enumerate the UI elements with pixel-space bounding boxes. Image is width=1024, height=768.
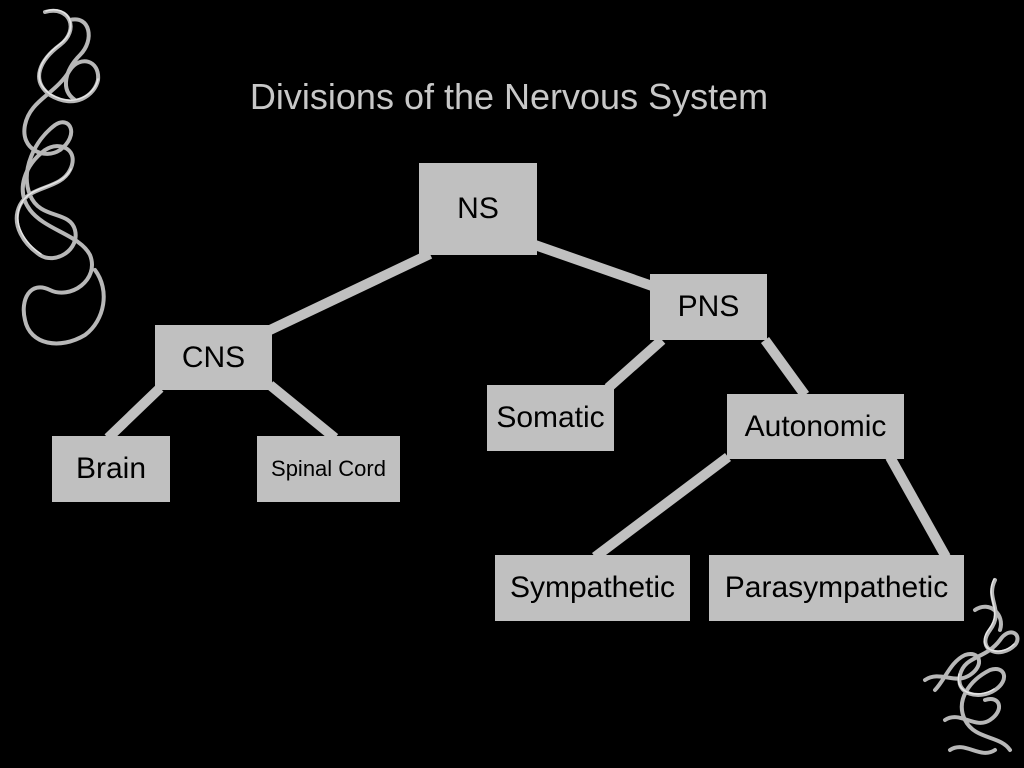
node-autonomic: Autonomic <box>727 394 904 459</box>
node-parasympathetic: Parasympathetic <box>709 555 964 621</box>
connector-pns-autonomic <box>760 337 810 398</box>
slide-title-text: Divisions of the Nervous System <box>249 76 769 117</box>
node-sympathetic: Sympathetic <box>495 555 690 621</box>
node-spinal-cord: Spinal Cord <box>257 436 400 502</box>
connector-ns-pns <box>533 240 657 292</box>
node-brain: Brain <box>52 436 170 502</box>
connector-ns-cns <box>267 249 433 335</box>
node-parasympathetic-label: Parasympathetic <box>724 571 949 604</box>
node-pns: PNS <box>650 274 767 340</box>
connector-cns-spinal-cord <box>266 381 339 442</box>
node-autonomic-label: Autonomic <box>744 409 887 443</box>
connector-cns-brain <box>104 384 164 442</box>
node-cns: CNS <box>155 325 272 390</box>
connector-autonomic-sympathetic <box>591 453 732 561</box>
node-spinal-cord-label: Spinal Cord <box>271 456 386 481</box>
node-somatic-label: Somatic <box>496 401 605 434</box>
node-sympathetic-label: Sympathetic <box>509 571 676 604</box>
node-ns: NS <box>419 163 537 255</box>
node-somatic: Somatic <box>487 385 614 451</box>
node-pns-label: PNS <box>677 290 740 323</box>
node-ns-label: NS <box>457 192 499 225</box>
node-brain-label: Brain <box>75 452 147 485</box>
protein-ribbon-decoration-top-left <box>14 8 106 346</box>
connector-pns-somatic <box>604 336 666 392</box>
slide-title: Divisions of the Nervous System <box>0 76 1024 118</box>
connector-autonomic-parasympathetic <box>885 454 951 560</box>
node-cns-label: CNS <box>181 340 246 374</box>
protein-ribbon-decoration-bottom-right <box>923 578 1020 755</box>
